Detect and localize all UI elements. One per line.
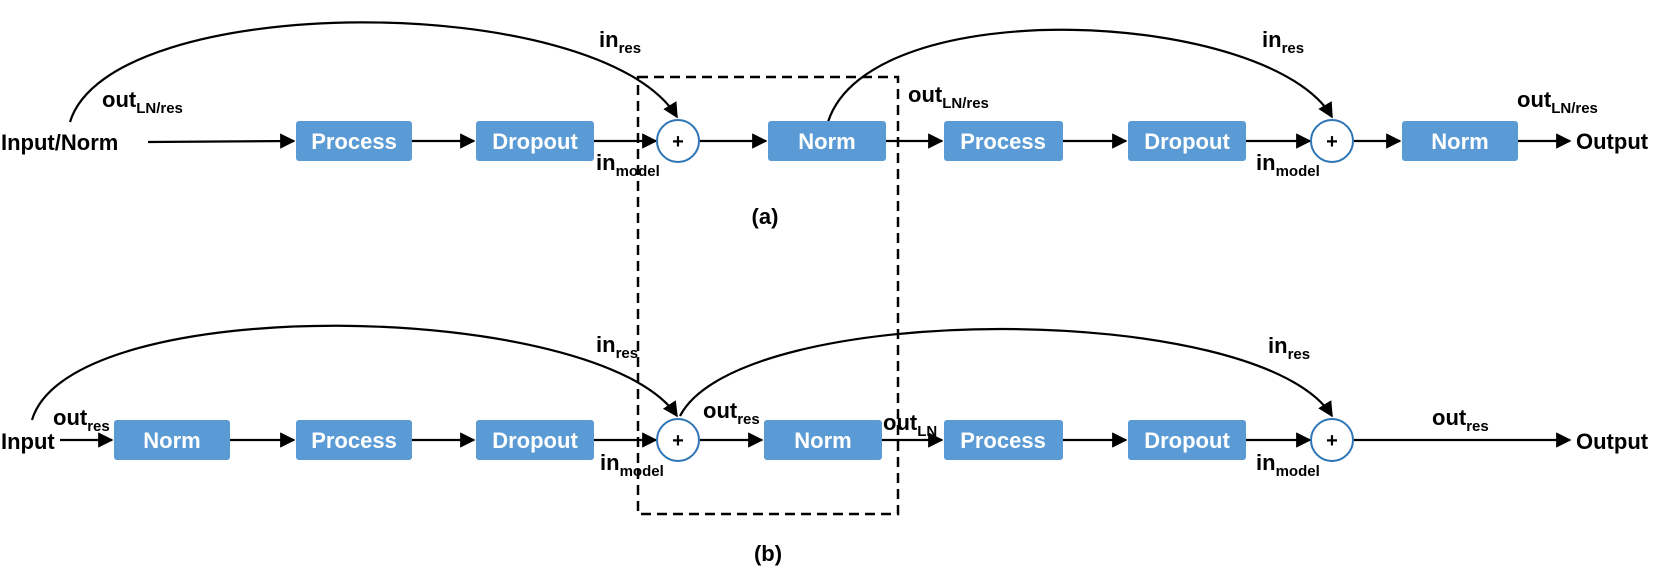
block-process <box>296 420 412 460</box>
edge-label: inres <box>596 332 638 362</box>
edge-label: inmodel <box>600 450 664 480</box>
block-label: Norm <box>143 428 200 453</box>
edge-label: outLN/res <box>1517 87 1598 117</box>
caption-a: (a) <box>752 204 779 229</box>
edge-label: outres <box>1432 405 1489 435</box>
edge-label: inmodel <box>1256 450 1320 480</box>
block-process <box>296 121 412 161</box>
block-dropout <box>476 420 594 460</box>
caption-b: (b) <box>754 541 782 566</box>
block-label: Dropout <box>1144 428 1230 453</box>
plus-sign: + <box>1326 131 1338 153</box>
edge <box>147 133 296 149</box>
block-label: Norm <box>1431 129 1488 154</box>
block-dropout <box>476 121 594 161</box>
edge-label: outres <box>53 405 110 435</box>
block-label: Dropout <box>1144 129 1230 154</box>
residual-arc <box>68 21 678 123</box>
highlight-dashed-region <box>636 75 900 516</box>
input-label: Input/Norm <box>1 130 118 155</box>
edge-label: outLN/res <box>908 82 989 112</box>
row-b: Norm Process Dropout Norm Process Dropou… <box>1 324 1649 566</box>
block-label: Norm <box>794 428 851 453</box>
block-process <box>944 121 1063 161</box>
block-norm <box>768 121 886 161</box>
edge-label: inmodel <box>1256 150 1320 180</box>
block-label: Norm <box>798 129 855 154</box>
plus-sign: + <box>1326 430 1338 452</box>
plus-sign: + <box>672 430 684 452</box>
edge-label: outres <box>703 398 760 428</box>
block-label: Dropout <box>492 428 578 453</box>
block-label: Process <box>311 129 397 154</box>
edge-label: inres <box>1262 27 1304 57</box>
residual-arc <box>679 328 1333 418</box>
row-a: Process Dropout Norm Process Dropout Nor… <box>1 21 1649 229</box>
add-node <box>656 418 700 462</box>
block-norm <box>1402 121 1518 161</box>
edge-label: outLN/res <box>102 87 183 117</box>
output-label: Output <box>1576 429 1649 454</box>
block-norm <box>764 420 882 460</box>
add-node <box>1310 418 1354 462</box>
residual-arc <box>30 324 678 421</box>
block-norm <box>114 420 230 460</box>
add-node <box>1310 119 1354 163</box>
edge-label: inmodel <box>596 150 660 180</box>
edge-label: inres <box>599 27 641 57</box>
block-label: Process <box>960 129 1046 154</box>
block-label: Dropout <box>492 129 578 154</box>
input-label: Input <box>1 429 55 454</box>
residual-arc <box>826 28 1333 123</box>
plus-sign: + <box>672 131 684 153</box>
edge-label: inres <box>1268 333 1310 363</box>
output-label: Output <box>1576 129 1649 154</box>
edge-label: outLN <box>883 410 937 440</box>
block-label: Process <box>311 428 397 453</box>
block-dropout <box>1128 420 1246 460</box>
block-label: Process <box>960 428 1046 453</box>
block-process <box>944 420 1063 460</box>
block-dropout <box>1128 121 1246 161</box>
add-node <box>656 119 700 163</box>
